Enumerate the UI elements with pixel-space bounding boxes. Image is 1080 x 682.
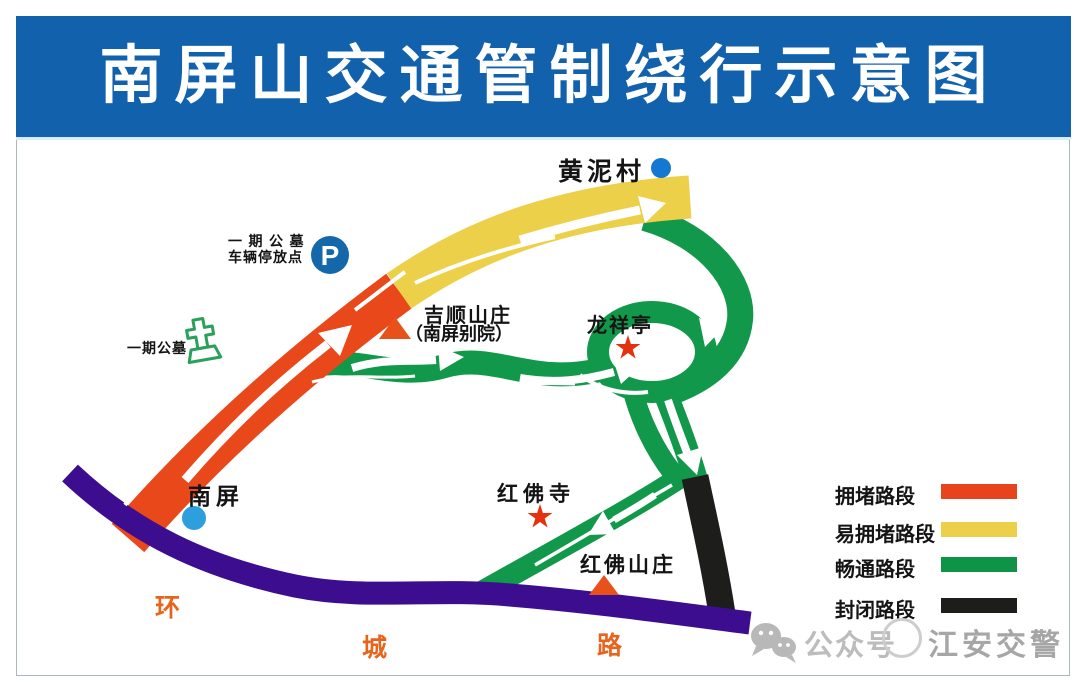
wechat-icon [751, 623, 796, 663]
legend-row-prone: 易拥堵路段 [835, 518, 1017, 546]
legend-swatch-closed [941, 598, 1017, 613]
longxiangting-star-icon [615, 335, 641, 359]
label-longxiangting: 龙祥亭 [587, 315, 653, 337]
label-jishun-line2: （南屏别院） [405, 324, 513, 344]
title-banner: 南屏山交通管制绕行示意图 [16, 16, 1071, 137]
label-cemetery: 一期公墓 [127, 340, 187, 356]
arc-arrowhead [699, 318, 725, 347]
clear-road-loop-left-leg [622, 385, 681, 479]
closed-road [681, 474, 736, 617]
legend-label-congested: 拥堵路段 [835, 486, 915, 508]
legend-swatch-clear [941, 557, 1017, 572]
road-arrowheads-group [318, 196, 725, 535]
label-parking-line1: 一期公墓 [228, 233, 310, 249]
legend-swatch-prone [941, 522, 1017, 537]
label-parking-point: 一期公墓 车辆停放点 [228, 233, 310, 265]
diagonal-arrowhead [588, 511, 616, 535]
horizontal-arrow2-shaft [519, 368, 616, 385]
prone-arrowhead [638, 196, 666, 223]
parking-icon: P [311, 236, 349, 274]
watermark-emblem-circle [882, 618, 922, 658]
jishun-triangle-icon [379, 317, 411, 339]
prone-lane-line [414, 235, 556, 285]
watermark: 公众号 江安交警 [744, 612, 1064, 668]
legend-row-closed: 封闭路段 [835, 594, 1017, 622]
ring-road [62, 464, 752, 635]
label-ringroad-char3: 路 [597, 632, 623, 660]
legend-row-clear: 畅通路段 [835, 553, 1017, 581]
legend-label-closed: 封闭路段 [835, 600, 915, 622]
congested-arrow-shaft [181, 340, 331, 483]
nanping-dot [182, 506, 206, 530]
parking-icon-letter: P [321, 240, 340, 271]
cemetery-icon [185, 316, 223, 365]
label-ringroad-char1: 环 [155, 594, 181, 622]
watermark-prefix: 公众号 [804, 630, 898, 662]
vertical-arrowhead [677, 447, 703, 475]
clear-road-loop [587, 301, 717, 403]
horizontal-lane-line2 [461, 374, 576, 386]
page-title: 南屏山交通管制绕行示意图 [99, 41, 1000, 111]
legend: 拥堵路段 易拥堵路段 畅通路段 封闭路段 [835, 476, 1017, 622]
legend-row-congested: 拥堵路段 [835, 480, 1017, 508]
watermark-account-name: 江安交警 [928, 629, 1064, 662]
loop-lane-line [578, 373, 649, 395]
prone-arrow-shaft [518, 205, 641, 245]
cemetery-icon-base [187, 344, 223, 365]
label-hongfoshanzhuang: 红佛山庄 [580, 554, 676, 577]
hongfosi-star-icon [527, 504, 553, 528]
legend-label-prone: 易拥堵路段 [835, 524, 935, 546]
arc-arrow-shaft [653, 241, 717, 317]
huangnicun-dot [651, 158, 671, 178]
congested-edge-line-low [123, 418, 202, 507]
congested-road [111, 273, 412, 553]
parking-icon-circle [311, 236, 349, 274]
wechat-icon-tail-large [752, 646, 764, 656]
congested-edge-line-high [353, 270, 407, 312]
horizontal-arrow1-shaft [350, 356, 437, 372]
legend-swatch-congested [941, 484, 1017, 499]
label-parking-line2: 车辆停放点 [228, 249, 303, 265]
horizontal-arrowhead2 [613, 359, 642, 384]
wechat-icon-bubble-small [772, 637, 796, 657]
label-ringroad-char2: 城 [362, 634, 388, 662]
label-hongfosi: 红佛寺 [497, 483, 575, 506]
wechat-icon-tail-small [786, 655, 796, 663]
label-huangnicun: 黄泥村 [558, 158, 646, 186]
legend-label-clear: 畅通路段 [835, 559, 915, 581]
horizontal-lane-line1 [311, 374, 416, 384]
label-nanping: 南屏 [188, 483, 244, 509]
hongfoshanzhuang-triangle-icon [589, 575, 619, 595]
label-jishun-line1: 吉顺山庄 [424, 305, 512, 327]
congested-arrowhead [318, 325, 352, 356]
horizontal-arrowhead1 [438, 346, 464, 371]
road-markings-group [123, 205, 717, 567]
